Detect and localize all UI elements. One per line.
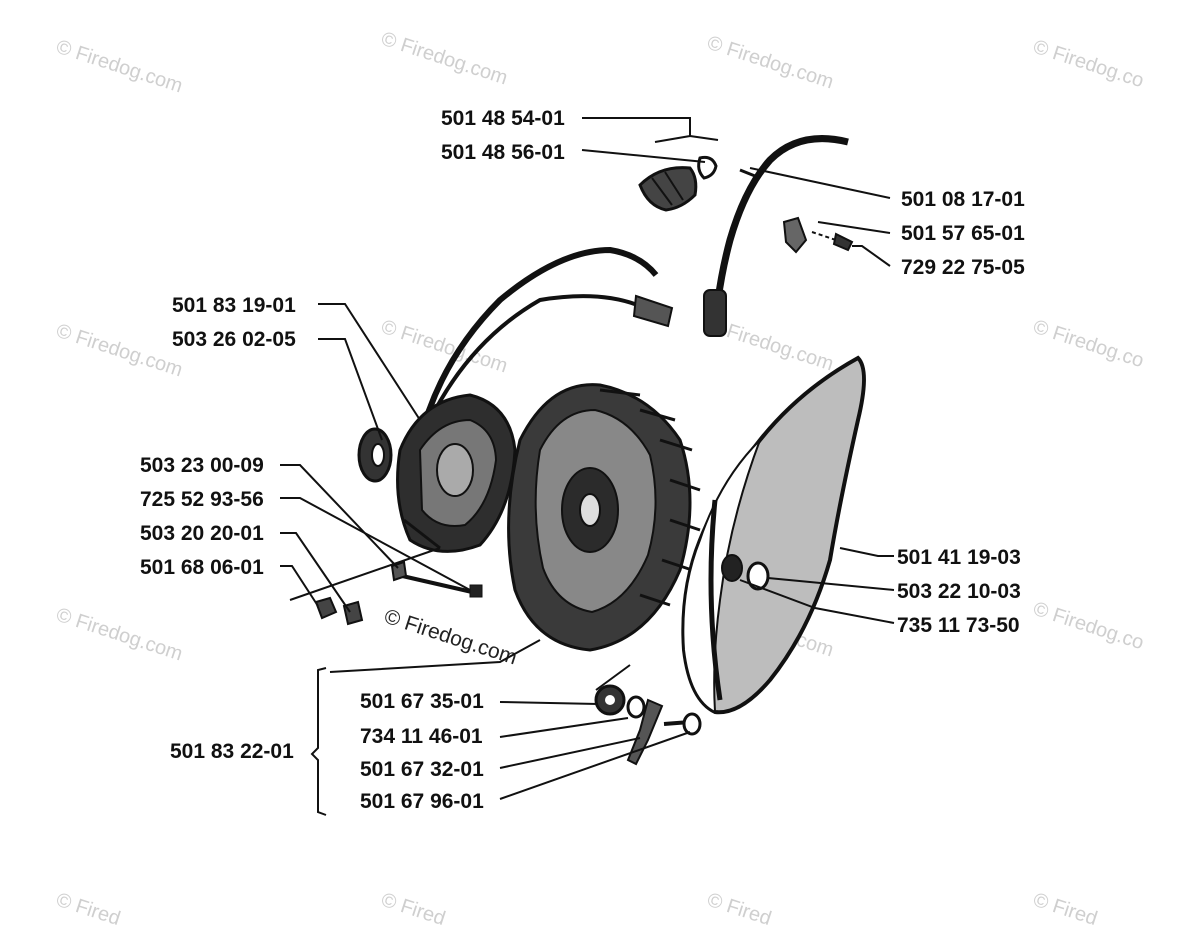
spark-plug-cap-drawing bbox=[638, 155, 718, 212]
watermark: © Fired bbox=[53, 889, 122, 930]
ignition-lead-drawing bbox=[703, 135, 849, 337]
kit-bracket bbox=[310, 667, 327, 816]
part-number-label[interactable]: 501 67 32-01 bbox=[360, 758, 484, 781]
watermark: © Firedog.com bbox=[53, 604, 185, 666]
watermark: © Firedog.com bbox=[378, 316, 510, 378]
cable-clip-drawing bbox=[782, 216, 854, 254]
part-number-label[interactable]: 501 48 54-01 bbox=[441, 107, 565, 130]
watermark: © Firedog.com bbox=[53, 36, 185, 98]
watermark-center: © Firedog.com bbox=[381, 605, 519, 670]
watermark: © Firedog.com bbox=[704, 32, 836, 94]
part-number-label[interactable]: 501 68 06-01 bbox=[140, 556, 264, 579]
part-number-label[interactable]: 501 67 96-01 bbox=[360, 790, 484, 813]
part-number-label[interactable]: 501 57 65-01 bbox=[901, 222, 1025, 245]
flywheel-drawing bbox=[507, 383, 701, 652]
part-number-labels: 501 48 54-01 501 48 56-01 501 08 17-01 5… bbox=[140, 107, 1025, 813]
ignition-module-drawing bbox=[396, 393, 517, 553]
part-number-label[interactable]: 501 83 19-01 bbox=[172, 294, 296, 317]
part-number-label[interactable]: 501 41 19-03 bbox=[897, 546, 1021, 569]
part-number-label[interactable]: 503 23 00-09 bbox=[140, 454, 264, 477]
part-number-label[interactable]: 729 22 75-05 bbox=[901, 256, 1025, 279]
part-number-label[interactable]: 735 11 73-50 bbox=[897, 614, 1020, 637]
part-number-label[interactable]: 501 67 35-01 bbox=[360, 690, 484, 713]
part-number-label[interactable]: 734 11 46-01 bbox=[360, 725, 483, 748]
part-number-label[interactable]: 501 83 22-01 bbox=[170, 740, 294, 763]
watermark: © Firedog.co bbox=[1030, 598, 1146, 654]
part-number-label[interactable]: 501 08 17-01 bbox=[901, 188, 1025, 211]
module-wires-drawing bbox=[417, 246, 674, 441]
mounting-bolts-drawing bbox=[314, 560, 483, 626]
watermark: © Fired bbox=[1030, 889, 1099, 930]
part-number-label[interactable]: 503 26 02-05 bbox=[172, 328, 296, 351]
part-number-label[interactable]: 503 20 20-01 bbox=[140, 522, 264, 545]
watermark: © Firedog.co bbox=[1030, 36, 1146, 92]
watermark: © Fired bbox=[378, 889, 447, 930]
watermark: © Firedog.co bbox=[1030, 316, 1146, 372]
watermark: © Fired bbox=[704, 889, 773, 930]
pawl-assembly-drawing bbox=[594, 664, 702, 766]
part-number-label[interactable]: 503 22 10-03 bbox=[897, 580, 1021, 603]
grommet-drawing bbox=[357, 427, 393, 483]
watermark: © Firedog.com bbox=[378, 28, 510, 90]
watermark: © Firedog.com bbox=[53, 320, 185, 382]
part-number-label[interactable]: 501 48 56-01 bbox=[441, 141, 565, 164]
starter-cover-drawing bbox=[681, 355, 866, 715]
leader-lines bbox=[280, 117, 895, 800]
part-number-label[interactable]: 725 52 93-56 bbox=[140, 488, 264, 511]
